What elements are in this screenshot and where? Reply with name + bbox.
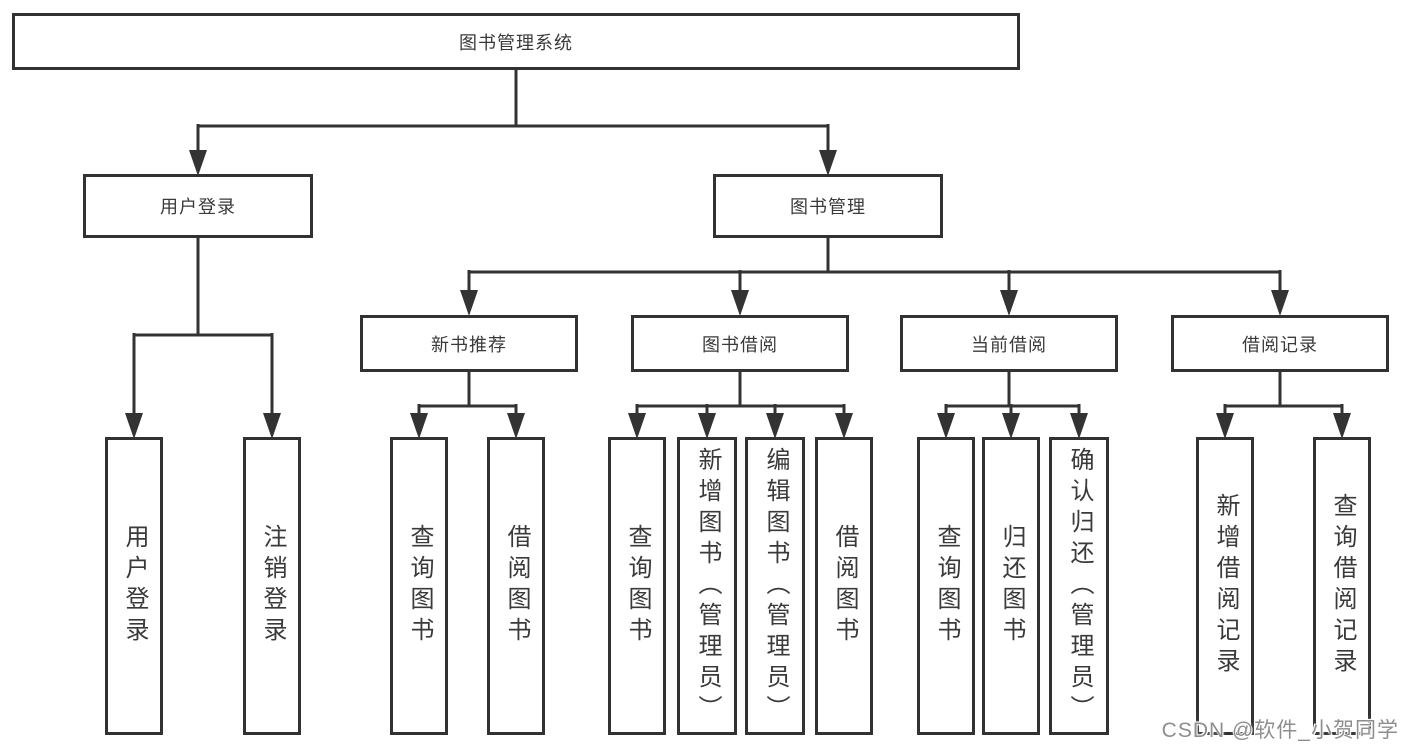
leaf-borrow-books-recommend: 借阅图书 <box>487 437 545 735</box>
node-label: 图书管理 <box>790 197 866 217</box>
leaf-user-login: 用户登录 <box>105 437 163 735</box>
node-label: 新书推荐 <box>431 334 507 355</box>
node-book-management: 图书管理 <box>713 174 943 238</box>
node-label: 查询图书 <box>933 524 960 648</box>
connector-user-login-children <box>132 238 274 416</box>
leaf-logout: 注销登录 <box>243 437 301 735</box>
node-label: 查询借阅记录 <box>1329 493 1356 679</box>
leaf-add-borrow-record: 新增借阅记录 <box>1196 437 1254 735</box>
leaf-query-books-borrowing: 查询图书 <box>608 437 666 735</box>
node-label: 当前借阅 <box>971 334 1047 355</box>
node-label: 确认归还（管理员） <box>1066 446 1093 726</box>
leaf-query-books-recommend: 查询图书 <box>390 437 448 735</box>
node-label: 用户登录 <box>160 197 236 217</box>
node-label: 新增图书（管理员） <box>694 446 721 726</box>
leaf-edit-books-admin: 编辑图书（管理员） <box>745 437 805 735</box>
leaf-borrow-books: 借阅图书 <box>815 437 873 735</box>
csdn-watermark: CSDN @软件_小贺同学 <box>1161 719 1399 742</box>
leaf-query-books-current: 查询图书 <box>917 437 975 735</box>
node-label: 查询图书 <box>624 524 651 648</box>
leaf-add-books-admin: 新增图书（管理员） <box>677 437 737 735</box>
connector-book-management-children <box>467 238 1282 293</box>
node-label: 用户登录 <box>121 524 148 648</box>
node-label: 借阅图书 <box>503 524 530 648</box>
arrowheads-level3 <box>460 290 1289 316</box>
node-label: 查询图书 <box>406 524 433 648</box>
node-root-system: 图书管理系统 <box>12 13 1020 70</box>
arrowheads-level2 <box>189 150 837 176</box>
node-current-borrowing: 当前借阅 <box>900 315 1118 372</box>
node-label: 图书借阅 <box>702 334 778 355</box>
node-new-book-recommendation: 新书推荐 <box>360 315 578 372</box>
node-label: 图书管理系统 <box>459 32 573 53</box>
node-label: 注销登录 <box>259 524 286 648</box>
leaf-confirm-return-admin: 确认归还（管理员） <box>1049 437 1109 735</box>
node-label: 编辑图书（管理员） <box>762 446 789 726</box>
node-borrowing-records: 借阅记录 <box>1171 315 1389 372</box>
arrowheads-leaves <box>125 413 1351 439</box>
node-book-borrowing: 图书借阅 <box>631 315 849 372</box>
node-label: 借阅记录 <box>1242 334 1318 355</box>
leaf-query-borrow-record: 查询借阅记录 <box>1313 437 1371 735</box>
node-label: 新增借阅记录 <box>1212 493 1239 679</box>
node-user-login: 用户登录 <box>83 174 313 238</box>
leaf-return-books: 归还图书 <box>982 437 1040 735</box>
node-label: 归还图书 <box>998 524 1025 648</box>
connector-leaf-groups <box>417 372 1344 416</box>
node-label: 借阅图书 <box>831 524 858 648</box>
connector-root-to-level2 <box>196 70 830 153</box>
